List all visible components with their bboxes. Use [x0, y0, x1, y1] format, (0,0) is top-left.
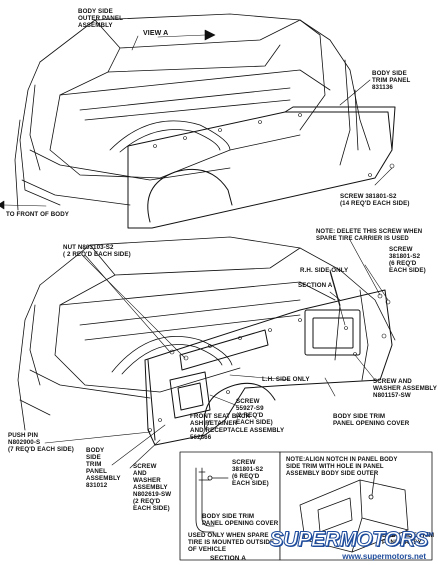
- supermotors-logo: SUPERMOTORS: [269, 528, 429, 551]
- label-screw-381801-s2-6: SCREW 381801-S2 (6 REQ'D EACH SIDE): [389, 246, 426, 274]
- section-a-inset: [179, 451, 281, 561]
- label-to-front-of-body: TO FRONT OF BODY: [6, 211, 70, 218]
- label-view-a: VIEW A: [143, 30, 169, 37]
- label-section-a-opening-cover: BODY SIDE TRIM PANEL OPENING COVER: [202, 513, 279, 527]
- bottom-vehicle-body: [17, 236, 396, 431]
- label-body-side-trim-panel-831136: BODY SIDE TRIM PANEL 831136: [372, 70, 411, 91]
- label-note-body-side-trim-panel-assy: BODY SIDE TRIM PANEL ASSY: [382, 532, 435, 546]
- label-section-a-callout: SECTION A: [298, 282, 333, 289]
- label-lh-side-only: L.H. SIDE ONLY: [262, 376, 310, 383]
- label-screw-381801-s2-14: SCREW 381801-S2 (14 REQ'D EACH SIDE): [340, 193, 410, 207]
- label-rh-side-only: R.H. SIDE ONLY: [300, 267, 349, 274]
- label-body-side-trim-panel-831012: BODY SIDE TRIM PANEL ASSEMBLY 831012: [86, 447, 121, 489]
- label-note-align-notch: NOTE:ALIGN NOTCH IN PANEL BODY SIDE TRIM…: [286, 457, 398, 477]
- top-trim-panel: [127, 106, 396, 229]
- label-screw-washer-n801157-sw: SCREW AND WASHER ASSEMBLY N801157-SW: [373, 378, 437, 399]
- label-nut-n803103-s2: NUT N803103-S2 ( 2 REQ'D EACH SIDE): [63, 244, 131, 258]
- label-section-a-used-only: USED ONLY WHEN SPARE TIRE IS MOUNTED OUT…: [188, 532, 275, 553]
- label-note-delete-screw: NOTE: DELETE THIS SCREW WHEN SPARE TIRE …: [316, 229, 423, 242]
- label-body-side-outer-panel-assembly: BODY SIDE OUTER PANEL ASSEMBLY: [78, 8, 123, 29]
- label-front-seat-back-ash-retainer: FRONT SEAT BACK ASH RETAINER AND RECEPTA…: [190, 413, 285, 441]
- bottom-trim-panel: [144, 289, 393, 446]
- label-section-a-screw: SCREW 381801-S2 (6 REQ'D EACH SIDE): [232, 459, 269, 487]
- note-align-inset: [279, 451, 433, 561]
- label-screw-55927-s9: SCREW 55927-S9 (2 REQ'D EACH SIDE): [236, 398, 273, 426]
- label-push-pin-n802900-s: PUSH PIN N802900-S (7 REQ'D EACH SIDE): [8, 432, 74, 453]
- trademark-mark: TM: [425, 532, 433, 538]
- label-section-a-title: SECTION A: [210, 555, 247, 562]
- label-screw-washer-n802619-sw: SCREW AND WASHER ASSEMBLY N802619-SW (2 …: [133, 463, 172, 512]
- watermark-url: www.supermotors.net: [342, 552, 426, 561]
- bottom-leaders: [44, 239, 391, 469]
- top-leaders: [0, 29, 395, 210]
- label-opening-cover: BODY SIDE TRIM PANEL OPENING COVER: [333, 413, 410, 427]
